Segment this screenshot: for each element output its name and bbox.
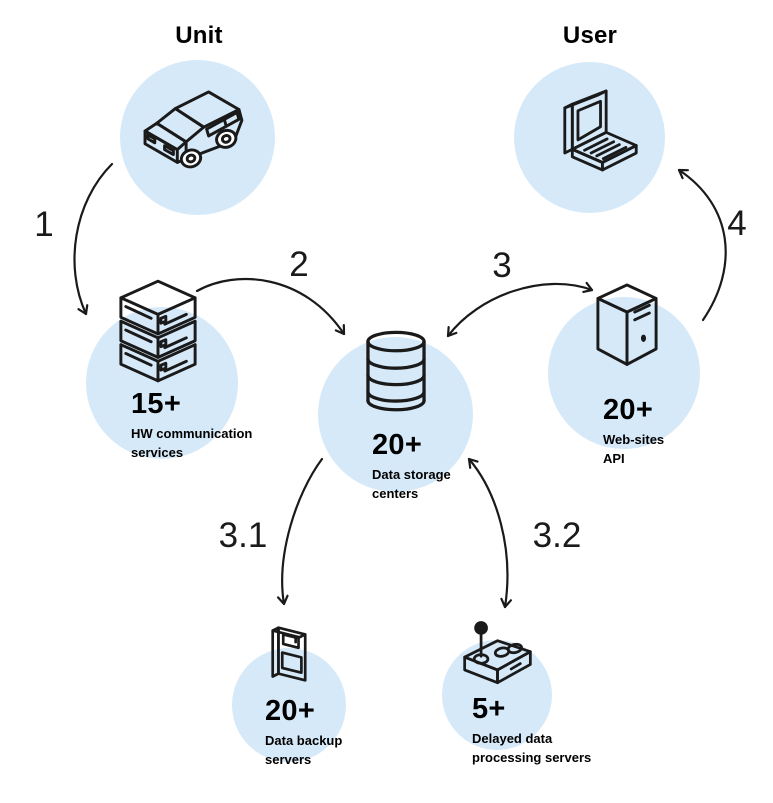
step-label-3-1: 3.1: [218, 516, 268, 555]
step-label-3: 3: [492, 246, 512, 285]
delayed-label: Delayed data processing servers: [472, 729, 591, 767]
backup-highlight-circle: [232, 648, 346, 762]
api-label: Web-sites API: [603, 430, 664, 468]
flow-arrow-3: [446, 281, 594, 338]
hw-count: 15+: [131, 388, 182, 420]
backup-stat: 20+ Data backup servers: [265, 697, 342, 769]
backup-label: Data backup servers: [265, 731, 342, 769]
user-title: User: [562, 22, 618, 49]
delayed-label-line1: Delayed data: [472, 731, 553, 746]
delayed-count: 5+: [472, 693, 506, 725]
hw-label: HW communication services: [131, 424, 252, 462]
storage-label-line2: centers: [372, 486, 419, 501]
api-label-line1: Web-sites: [603, 432, 665, 447]
api-label-line2: API: [603, 451, 625, 466]
unit-title: Unit: [175, 22, 223, 49]
server-stack-icon: [119, 279, 197, 383]
flow-arrow-2: [195, 277, 346, 336]
delayed-stat: 5+ Delayed data processing servers: [472, 695, 591, 767]
step-label-1: 1: [34, 205, 54, 244]
api-count: 20+: [603, 394, 654, 426]
user-highlight-circle: [514, 62, 665, 213]
step-label-2: 2: [289, 245, 309, 284]
backup-label-line2: servers: [265, 752, 312, 767]
backup-label-line1: Data backup: [265, 733, 343, 748]
storage-count: 20+: [372, 429, 423, 461]
backup-count: 20+: [265, 695, 316, 727]
flow-arrow-3-1: [276, 457, 324, 606]
hw-stat: 15+ HW communication services: [131, 390, 252, 462]
storage-label-line1: Data storage: [372, 467, 451, 482]
floppy-disk-icon: [271, 626, 307, 682]
delayed-label-line2: processing servers: [472, 750, 592, 765]
delayed-highlight-circle: [442, 640, 552, 750]
flow-arrow-1: [73, 162, 114, 316]
flow-arrow-3-2: [467, 457, 512, 609]
hw-label-line2: services: [131, 445, 184, 460]
storage-label: Data storage centers: [372, 465, 451, 503]
database-icon: [366, 330, 426, 412]
api-stat: 20+ Web-sites API: [603, 396, 664, 468]
hw-label-line1: HW communication: [131, 426, 253, 441]
storage-stat: 20+ Data storage centers: [372, 431, 451, 503]
flow-arrow-4: [677, 168, 727, 322]
car-icon: [143, 90, 244, 169]
tower-pc-icon: [596, 283, 658, 366]
laptop-icon: [563, 89, 638, 172]
step-label-3-2: 3.2: [532, 516, 582, 555]
step-label-4: 4: [727, 204, 747, 243]
storage-highlight-circle: [318, 337, 473, 492]
joystick-icon: [463, 621, 532, 685]
